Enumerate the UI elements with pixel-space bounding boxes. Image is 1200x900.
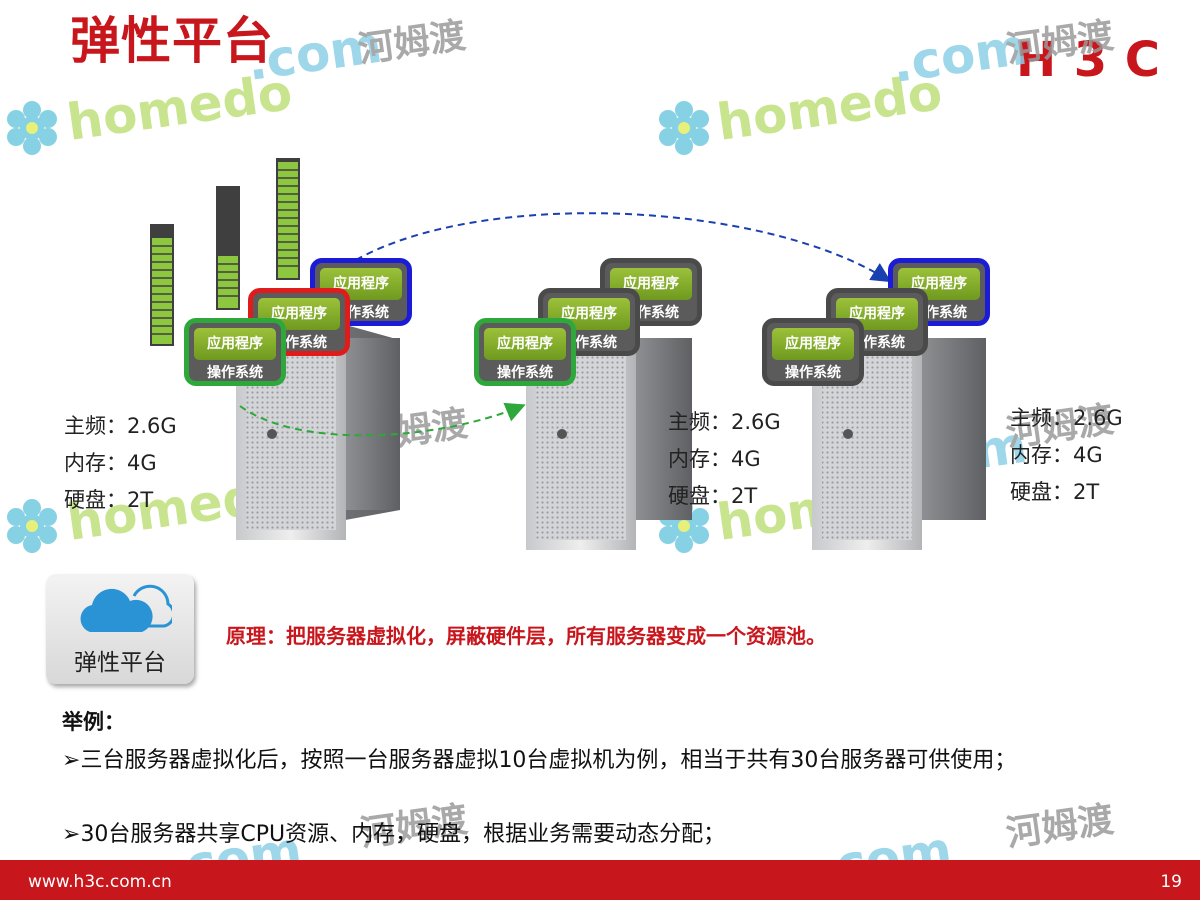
server-specs: 主频：2.6G 内存：4G 硬盘：2T xyxy=(64,408,177,519)
usage-bar-memory xyxy=(216,186,240,310)
server-specs: 主频：2.6G 内存：4G 硬盘：2T xyxy=(1010,400,1123,511)
watermark-cn: 河姆渡 xyxy=(356,15,469,71)
spec-disk: 硬盘：2T xyxy=(64,488,154,512)
watermark-domain: .com xyxy=(889,18,1031,94)
cloud-icon xyxy=(80,584,172,632)
resource-usage-bars xyxy=(150,158,300,346)
vm-app-label: 应用程序 xyxy=(772,328,854,360)
usage-bar-disk xyxy=(276,158,300,280)
watermark-brand: homedo xyxy=(714,63,946,152)
vm-os-label: 操作系统 xyxy=(785,365,841,381)
spec-cpu: 主频：2.6G xyxy=(1010,406,1123,430)
usage-bar-cpu xyxy=(150,224,174,346)
page-number: 19 xyxy=(1160,872,1182,892)
svg-text:H3C: H3C xyxy=(1016,36,1160,80)
example-heading: 举例： xyxy=(62,710,125,734)
vm-card: 应用程序 操作系统 xyxy=(474,318,576,386)
spec-cpu: 主频：2.6G xyxy=(64,414,177,438)
footer-url: www.h3c.com.cn xyxy=(28,872,172,892)
spec-memory: 内存：4G xyxy=(64,451,157,475)
bullet-arrow-icon: ➢ xyxy=(62,822,81,847)
spec-memory: 内存：4G xyxy=(668,447,761,471)
vm-app-label: 应用程序 xyxy=(320,268,402,300)
vm-os-label: 操作系统 xyxy=(497,365,553,381)
elastic-platform-label: 弹性平台 xyxy=(74,650,166,676)
migration-arrow-blue xyxy=(355,212,892,283)
example-bullet: ➢30台服务器共享CPU资源、内存，硬盘，根据业务需要动态分配； xyxy=(62,822,726,847)
spec-disk: 硬盘：2T xyxy=(1010,480,1100,504)
bullet-arrow-icon: ➢ xyxy=(62,748,81,773)
spec-disk: 硬盘：2T xyxy=(668,484,758,508)
vm-os-label: 操作系统 xyxy=(207,365,263,381)
vm-card: 应用程序 操作系统 xyxy=(184,318,286,386)
slide-title: 弹性平台 xyxy=(70,12,274,70)
spec-memory: 内存：4G xyxy=(1010,443,1103,467)
footer-bar xyxy=(0,860,1200,900)
migration-arrow-green xyxy=(239,402,526,437)
vm-app-label: 应用程序 xyxy=(194,328,276,360)
example-bullet: ➢三台服务器虚拟化后，按照一台服务器虚拟10台虚拟机为例，相当于共有30台服务器… xyxy=(62,748,1017,773)
watermark-brand: homedo xyxy=(64,63,296,152)
h3c-logo: H3C xyxy=(1016,36,1160,80)
vm-card: 应用程序 操作系统 xyxy=(762,318,864,386)
server-specs: 主频：2.6G 内存：4G 硬盘：2T xyxy=(668,404,781,515)
principle-text: 原理：把服务器虚拟化，屏蔽硬件层，所有服务器变成一个资源池。 xyxy=(226,624,826,648)
vm-app-label: 应用程序 xyxy=(484,328,566,360)
spec-cpu: 主频：2.6G xyxy=(668,410,781,434)
